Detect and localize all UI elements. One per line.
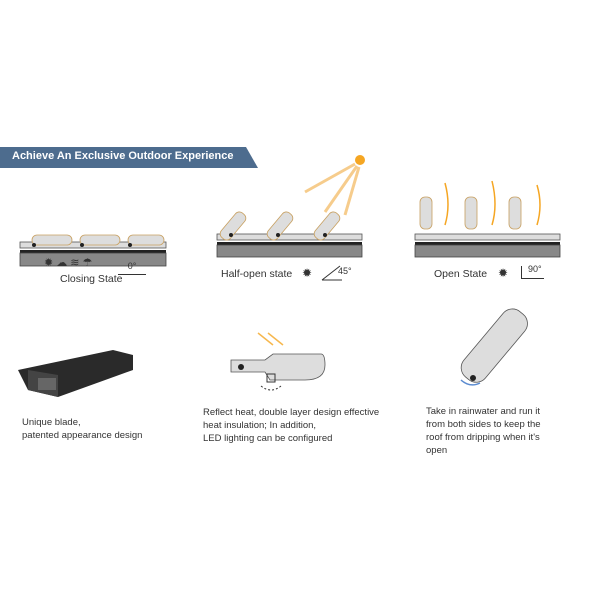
open-angle: 90° — [528, 264, 542, 274]
sun-rays-icon — [304, 155, 365, 216]
weather-icons: ✹☁≋☂ — [44, 256, 95, 269]
blade-extrusion-image — [18, 350, 133, 397]
snow-cloud-icon: ☁ — [56, 257, 71, 269]
half-open-angle: 45° — [338, 266, 352, 276]
text-line: Reflect heat, double layer design effect… — [203, 407, 380, 418]
section-banner: Achieve An Exclusive Outdoor Experience — [0, 147, 258, 168]
text-line: patented appearance design — [22, 430, 143, 441]
banner-title: Achieve An Exclusive Outdoor Experience — [12, 150, 234, 162]
feature-insulation-text: Reflect heat, double layer design effect… — [203, 406, 379, 445]
sun-icon: ✹ — [44, 257, 57, 269]
text-line: roof from dripping when it's — [426, 432, 540, 443]
text-line: from both sides to keep the — [426, 419, 541, 430]
angle-90-icon: 90° — [521, 264, 544, 279]
sun-icon: ✹ — [302, 266, 313, 280]
angle-0-icon: 0° — [118, 256, 146, 275]
wind-icon: ≋ — [70, 257, 83, 269]
rain-cloud-icon: ☂ — [82, 257, 96, 269]
closing-angle: 0° — [127, 261, 137, 271]
angle-45-icon — [321, 265, 342, 281]
closing-state-diagram — [19, 234, 167, 267]
heat-reflect-diagram — [230, 332, 326, 391]
half-open-state-diagram — [216, 211, 363, 258]
text-line: open — [426, 445, 448, 456]
half-open-state-label: Half-open state — [221, 268, 293, 280]
text-line: heat insulation; In addition, — [203, 420, 317, 431]
rainwater-blade-diagram — [460, 308, 528, 386]
sun-icon: ✹ — [498, 266, 509, 280]
closing-state-label: Closing State — [60, 273, 123, 285]
text-line: LED lighting can be configured — [203, 433, 333, 444]
text-line: Unique blade, — [22, 417, 81, 428]
feature-blade-text: Unique blade, patented appearance design — [22, 416, 142, 442]
text-line: Take in rainwater and run it — [426, 406, 541, 417]
open-state-label: Open State — [434, 268, 488, 280]
feature-rainwater-text: Take in rainwater and run it from both s… — [426, 405, 541, 457]
open-state-diagram — [414, 180, 561, 258]
